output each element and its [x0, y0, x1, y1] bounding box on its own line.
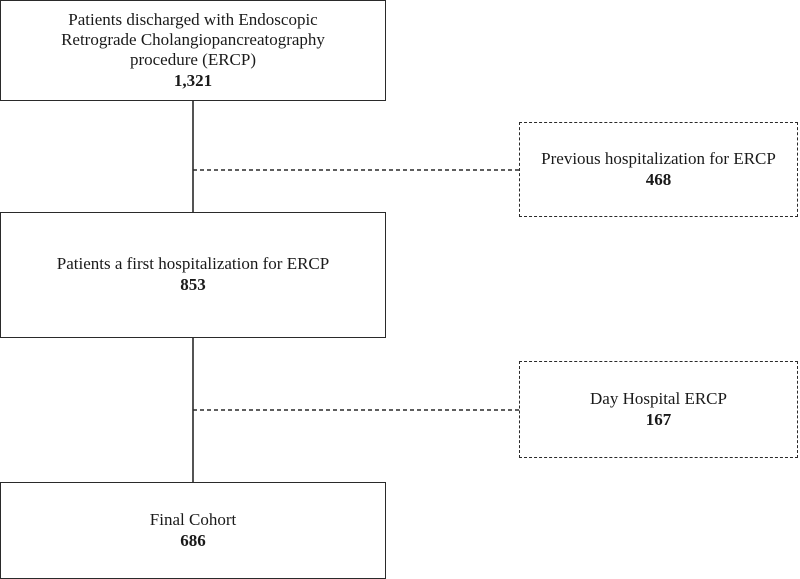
box-day-hospital-label: Day Hospital ERCP	[590, 388, 727, 408]
box-first-count: 853	[180, 275, 206, 294]
box-first-label: Patients a first hospitalization for ERC…	[56, 254, 330, 273]
box-day-hospital: Day Hospital ERCP 167	[519, 361, 798, 458]
box-previous-count: 468	[645, 169, 672, 189]
box-previous-label: Previous hospitalization for ERCP	[541, 148, 776, 168]
box-discharged-label: Patients discharged with Endoscopic Retr…	[61, 9, 325, 69]
box-day-hospital-count: 167	[645, 409, 672, 429]
box-final-label: Final Cohort	[149, 509, 237, 529]
box-first-hospitalization: Patients a first hospitalization for ERC…	[0, 212, 386, 338]
box-previous-hospitalization: Previous hospitalization for ERCP 468	[519, 122, 798, 217]
box-final-cohort: Final Cohort 686	[0, 482, 386, 579]
box-discharged-patients: Patients discharged with Endoscopic Retr…	[0, 0, 386, 101]
box-discharged-count: 1,321	[173, 70, 213, 90]
box-final-count: 686	[180, 530, 206, 550]
